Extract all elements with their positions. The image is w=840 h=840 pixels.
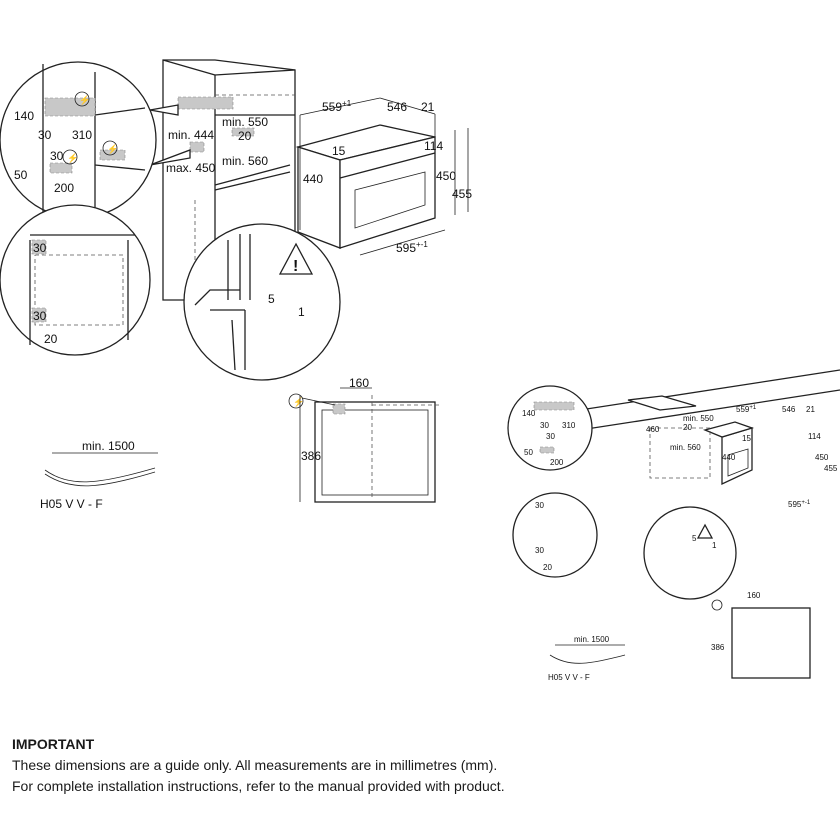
- oven-drawing: [295, 97, 469, 256]
- small-dim-5: 5: [692, 534, 697, 543]
- detail-circle-bottom-right: !: [183, 223, 341, 381]
- dim-15: 15: [332, 144, 346, 158]
- dim-50: 50: [14, 168, 28, 182]
- small-dim-450: 450: [815, 453, 829, 462]
- dim-oven-depth: 559+1: [322, 99, 352, 114]
- dim-114: 114: [424, 139, 443, 153]
- dim-oven-width: 595+-1: [396, 240, 428, 255]
- dim-min-444: min. 444: [168, 128, 214, 142]
- small-dim-140: 140: [522, 409, 536, 418]
- dim-30-a: 30: [38, 128, 52, 142]
- large-diagram: min. 550 20 min. 444 max. 450 min. 560 ⚡…: [0, 59, 472, 511]
- dim-30-b: 30: [50, 149, 64, 163]
- small-dim-min550: min. 550: [683, 414, 714, 423]
- connection-front-view: ⚡: [288, 387, 440, 503]
- small-dim-50: 50: [524, 448, 533, 457]
- detail-circle-bottom-left: [0, 204, 151, 356]
- svg-text:⚡: ⚡: [79, 94, 90, 106]
- note-heading: IMPORTANT: [12, 736, 95, 752]
- dim-546: 546: [387, 100, 407, 114]
- cable-drawing: [44, 452, 158, 487]
- dim-455: 455: [452, 187, 472, 201]
- small-dim-30a: 30: [540, 421, 549, 430]
- dim-30-top: 30: [33, 241, 47, 255]
- cable-min-length: min. 1500: [82, 439, 135, 453]
- small-dim-1: 1: [712, 541, 717, 550]
- svg-text:⚡: ⚡: [67, 152, 78, 164]
- small-dim-160: 160: [747, 591, 761, 600]
- small-dim-460: 460: [646, 425, 660, 434]
- dim-min-560: min. 560: [222, 154, 268, 168]
- small-dim-30b: 30: [546, 432, 555, 441]
- small-dim-30-bottom: 30: [535, 546, 544, 555]
- cabinet-drawing: [149, 59, 296, 301]
- note-line-2: For complete installation instructions, …: [12, 778, 505, 794]
- dim-21: 21: [421, 100, 435, 114]
- dim-20: 20: [238, 129, 252, 143]
- small-dim-546: 546: [782, 405, 796, 414]
- small-dim-20: 20: [683, 423, 692, 432]
- small-dim-width: 595+-1: [788, 500, 811, 509]
- dim-386: 386: [301, 449, 321, 463]
- small-dim-114: 114: [808, 432, 821, 441]
- small-dim-21: 21: [806, 405, 815, 414]
- small-dim-20-bottom: 20: [543, 563, 552, 572]
- dim-200: 200: [54, 181, 74, 195]
- dim-5: 5: [268, 292, 275, 306]
- dim-310: 310: [72, 128, 92, 142]
- small-dim-310: 310: [562, 421, 576, 430]
- small-dim-440: 440: [722, 453, 736, 462]
- dim-1: 1: [298, 305, 305, 319]
- warning-icon: [278, 242, 314, 275]
- dim-max-450: max. 450: [166, 161, 216, 175]
- warning-icon-small: [696, 523, 714, 539]
- small-diagram: 140 30 310 30 50 200 460 min. 550 20 min…: [507, 369, 840, 682]
- note-line-1: These dimensions are a guide only. All m…: [12, 757, 498, 773]
- dim-440: 440: [303, 172, 323, 186]
- svg-text:⚡: ⚡: [293, 396, 304, 408]
- dim-min-550: min. 550: [222, 115, 268, 129]
- small-dim-386: 386: [711, 643, 725, 652]
- dim-160: 160: [349, 376, 369, 390]
- dim-20-bottom: 20: [44, 332, 58, 346]
- svg-text:⚡: ⚡: [107, 143, 118, 155]
- small-dim-15: 15: [742, 434, 751, 443]
- important-note: IMPORTANT These dimensions are a guide o…: [12, 734, 505, 797]
- dim-140: 140: [14, 109, 34, 123]
- hob: [627, 395, 697, 411]
- small-dim-30-top: 30: [535, 501, 544, 510]
- dim-450: 450: [436, 169, 456, 183]
- small-dim-min560: min. 560: [670, 443, 701, 452]
- svg-text:!: !: [293, 258, 298, 275]
- small-dim-depth: 559+1: [736, 405, 757, 414]
- cable-type: H05 V V - F: [40, 497, 103, 511]
- small-cable-type: H05 V V - F: [548, 673, 590, 682]
- small-dim-455: 455: [824, 464, 838, 473]
- small-dim-200: 200: [550, 458, 564, 467]
- small-cable-min-length: min. 1500: [574, 635, 610, 644]
- dim-30-bottom: 30: [33, 309, 47, 323]
